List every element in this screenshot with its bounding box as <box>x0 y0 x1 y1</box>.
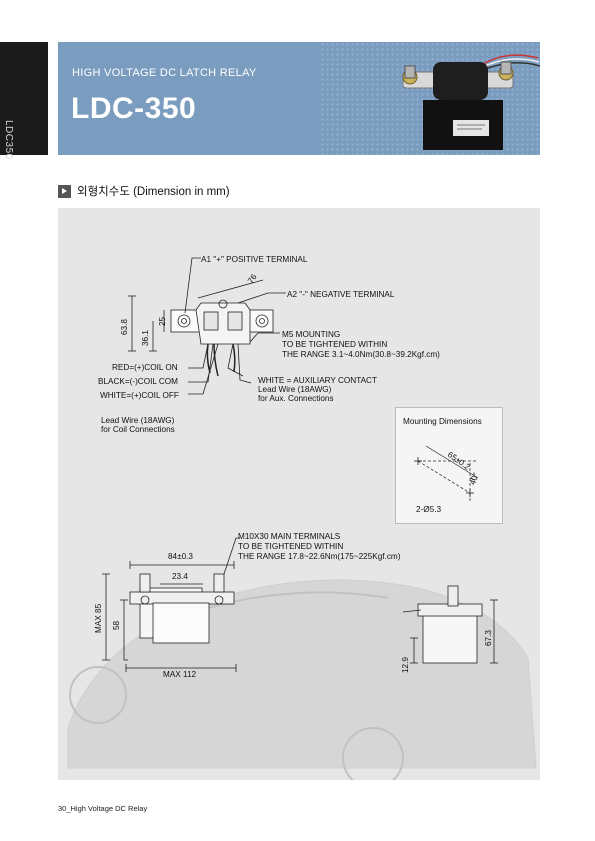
label-white-aux-3: for Aux. Connections <box>258 394 334 403</box>
dim-max-85: MAX 85 <box>94 603 103 633</box>
dim-12-9: 12.9 <box>401 657 410 673</box>
dim-63-8: 63.8 <box>120 319 129 335</box>
label-m10-line1: M10X30 MAIN TERMINALS <box>238 532 341 541</box>
mounting-title: Mounting Dimensions <box>403 417 482 426</box>
relay-product-image <box>402 54 540 150</box>
dim-67-3: 67.3 <box>484 630 493 646</box>
label-a2-negative: A2 "-" NEGATIVE TERMINAL <box>287 290 395 299</box>
dim-84: 84±0.3 <box>168 552 193 561</box>
section-title: 외형치수도 (Dimension in mm) <box>77 186 230 198</box>
dim-max-112: MAX 112 <box>163 670 197 679</box>
mounting-diagram <box>414 445 479 503</box>
label-coil-wire-2: for Coil Connections <box>101 425 175 434</box>
label-m5-line1: M5 MOUNTING <box>282 330 341 339</box>
label-m5-line2: TO BE TIGHTENED WITHIN <box>282 340 388 349</box>
mounting-dimensions-box: Mounting Dimensions 65±0.2 40° 2-Ø5.3 <box>395 407 503 524</box>
dim-23-4: 23.4 <box>172 572 188 581</box>
product-subtitle: HIGH VOLTAGE DC LATCH RELAY <box>72 67 257 79</box>
play-marker-icon <box>58 184 71 198</box>
dimension-drawing <box>67 257 537 780</box>
label-black-coil-com: BLACK=(-)COIL COM <box>98 377 178 386</box>
page-footer: 30_High Voltage DC Relay <box>58 804 148 813</box>
label-white-aux-1: WHITE = AUXILIARY CONTACT <box>258 376 377 385</box>
dim-36-1: 36.1 <box>141 330 150 346</box>
side-tab-label: LDC350 <box>3 120 14 160</box>
dim-25: 25 <box>158 316 167 326</box>
label-red-coil-on: RED=(+)COIL ON <box>112 363 178 372</box>
side-tab: LDC350 <box>0 42 48 160</box>
label-a1-positive: A1 "+" POSITIVE TERMINAL <box>201 255 308 264</box>
section-heading: 외형치수도 (Dimension in mm) <box>58 184 230 198</box>
label-m10-line3: THE RANGE 17.8~22.6Nm(175~225Kgf.cm) <box>238 552 401 561</box>
dimension-panel: A1 "+" POSITIVE TERMINAL 76 A2 "-" NEGAT… <box>58 208 540 780</box>
label-white-aux-2: Lead Wire (18AWG) <box>258 385 332 394</box>
label-m5-line3: THE RANGE 3.1~4.0Nm(30.8~39.2Kgf.cm) <box>282 350 440 359</box>
label-coil-wire-1: Lead Wire (18AWG) <box>101 416 175 425</box>
mounting-holes: 2-Ø5.3 <box>416 505 442 514</box>
label-m10-line2: TO BE TIGHTENED WITHIN <box>238 542 344 551</box>
product-title: LDC-350 <box>71 92 197 125</box>
label-white-coil-off: WHITE=(+)COIL OFF <box>100 391 179 400</box>
header-banner: HIGH VOLTAGE DC LATCH RELAY LDC-350 <box>58 42 540 155</box>
dim-58: 58 <box>112 620 121 630</box>
